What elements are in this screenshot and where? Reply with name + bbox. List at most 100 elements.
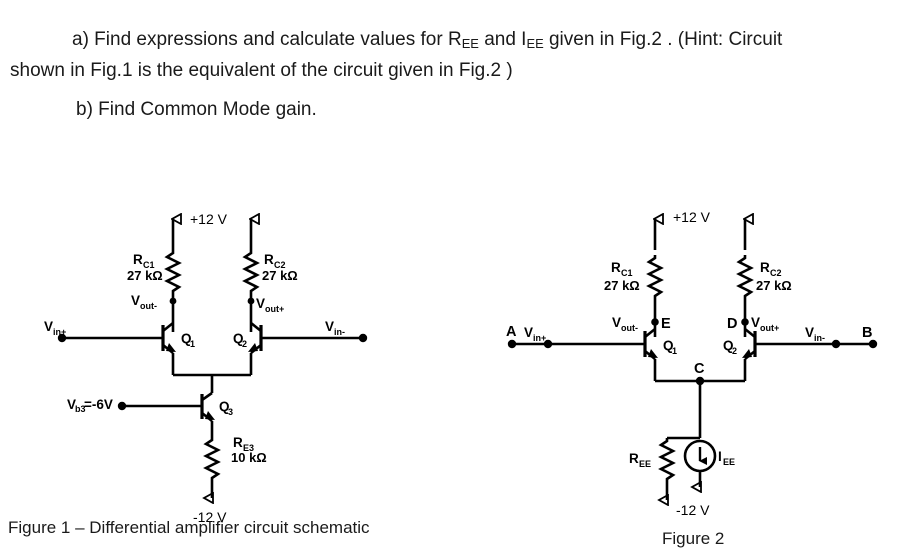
fig1-q1-emitter-arrow bbox=[166, 343, 176, 352]
fig1-vout-minus-node bbox=[169, 297, 177, 305]
question-a-text3: given in Fig.2 . (Hint: Circuit bbox=[543, 29, 783, 50]
fig2-node-e-label: E bbox=[661, 316, 671, 332]
fig1-re3-sub: E3 bbox=[243, 443, 254, 453]
fig1-rc1-sub: C1 bbox=[143, 260, 155, 270]
fig2-q1-emitter-lead bbox=[644, 349, 656, 361]
fig2-ree-label: R bbox=[629, 451, 639, 466]
fig1-rc2-resistor bbox=[242, 250, 260, 301]
fig2-q2-emitter-lead bbox=[744, 349, 756, 361]
fig2-rc1-sub: C1 bbox=[621, 268, 633, 278]
fig2-rc2-label: R bbox=[760, 260, 770, 275]
fig2-vout-plus-sub: out+ bbox=[760, 323, 779, 333]
fig2-node-e-dot bbox=[651, 318, 659, 326]
fig2-rc1-value: 27 kΩ bbox=[604, 278, 640, 293]
fig2-q2-sub: 2 bbox=[732, 346, 737, 356]
fig1-vin-plus-sub: in+ bbox=[53, 327, 66, 337]
fig1-q2-collector-lead bbox=[250, 321, 262, 333]
fig2-q1-label: Q bbox=[663, 338, 674, 353]
fig1-vb3-terminal bbox=[117, 401, 127, 411]
fig2-node-c-dot bbox=[695, 376, 705, 386]
fig2-vcc-label: +12 V bbox=[673, 209, 711, 225]
fig2-q1-emitter-arrow bbox=[648, 349, 658, 358]
fig2-rc2-resistor bbox=[736, 255, 754, 306]
fig1-re3-resistor bbox=[203, 437, 221, 488]
fig1-rc2-sub: C2 bbox=[274, 260, 286, 270]
fig1-vin-minus-sub: in- bbox=[334, 327, 345, 337]
fig1-vout-minus-label: V bbox=[131, 293, 140, 308]
fig2-vin-plus-label: V bbox=[524, 325, 533, 340]
figure-2-schematic: +12 V R C1 27 kΩ R C2 27 kΩ V out- E D V… bbox=[506, 209, 878, 518]
fig1-q3-emitter-arrow bbox=[205, 411, 215, 420]
fig1-vb3-sub: b3 bbox=[75, 404, 86, 414]
fig1-vout-minus-sub: out- bbox=[140, 301, 157, 311]
question-a-sub2: EE bbox=[526, 35, 544, 51]
fig1-q3-sub: 3 bbox=[228, 407, 233, 417]
fig1-vin-minus-terminal bbox=[358, 333, 368, 343]
fig2-rc1-label: R bbox=[611, 260, 621, 275]
fig1-rc1-resistor bbox=[164, 250, 182, 301]
figure-2-caption: Figure 2 bbox=[662, 529, 725, 548]
fig1-vin-minus-label: V bbox=[325, 319, 334, 334]
fig1-vin-plus-terminal bbox=[57, 333, 67, 343]
fig2-node-d-dot bbox=[741, 318, 749, 326]
figure-1-schematic: +12 V R C1 27 kΩ R C2 27 kΩ V out- V out… bbox=[44, 211, 368, 525]
fig2-iee-label: I bbox=[718, 449, 722, 464]
fig2-vin-minus-label: V bbox=[805, 325, 814, 340]
fig1-rc2-value: 27 kΩ bbox=[262, 268, 298, 283]
fig2-node-b-label: B bbox=[862, 325, 872, 341]
fig2-q1-collector-lead bbox=[644, 327, 656, 339]
fig2-vee-label: -12 V bbox=[676, 502, 710, 518]
fig2-ree-resistor bbox=[658, 438, 676, 492]
figure-1-caption: Figure 1 – Differential amplifier circui… bbox=[8, 518, 370, 537]
fig2-node-d-label: D bbox=[727, 316, 737, 332]
fig1-q2-emitter-arrow bbox=[248, 343, 258, 352]
fig1-vout-plus-sub: out+ bbox=[265, 304, 284, 314]
fig1-q3-label: Q bbox=[219, 399, 230, 414]
fig2-q2-collector-lead bbox=[744, 327, 756, 339]
fig1-rc1-label: R bbox=[133, 252, 143, 267]
fig2-ree-sub: EE bbox=[639, 459, 651, 469]
fig1-vb3-label: V bbox=[67, 397, 76, 412]
fig1-re3-label: R bbox=[233, 435, 243, 450]
fig2-node-c-label: C bbox=[694, 361, 705, 377]
fig2-vin-plus-sub: in+ bbox=[533, 333, 546, 343]
fig2-node-b-terminal bbox=[868, 339, 878, 349]
fig1-vcc-label: +12 V bbox=[190, 211, 228, 227]
fig1-q2-emitter-lead bbox=[250, 343, 262, 355]
question-a-line1: a) Find expressions and calculate values… bbox=[0, 26, 899, 57]
fig2-vin-minus-sub: in- bbox=[814, 333, 825, 343]
question-a-text2: and I bbox=[478, 29, 527, 50]
fig2-vin-minus-dot bbox=[831, 339, 841, 349]
fig1-vout-plus-node bbox=[247, 297, 255, 305]
fig1-re3-value: 10 kΩ bbox=[231, 450, 267, 465]
fig2-rc2-sub: C2 bbox=[770, 268, 782, 278]
fig2-vout-minus-sub: out- bbox=[621, 323, 638, 333]
question-a-text1: a) Find expressions and calculate values… bbox=[72, 29, 462, 50]
question-b-line: b) Find Common Mode gain. bbox=[76, 98, 317, 120]
fig1-rc2-label: R bbox=[264, 252, 274, 267]
fig2-vin-plus-dot bbox=[543, 339, 553, 349]
question-a-sub1: EE bbox=[461, 35, 479, 51]
fig1-q1-collector-lead bbox=[162, 321, 174, 333]
question-a-line2: shown in Fig.1 is the equivalent of the … bbox=[10, 59, 513, 81]
fig2-node-a-terminal bbox=[507, 339, 517, 349]
fig2-vout-minus-label: V bbox=[612, 315, 621, 330]
fig1-q3-emitter-lead bbox=[201, 411, 213, 423]
fig2-iee-sub: EE bbox=[723, 457, 735, 467]
fig1-q1-label: Q bbox=[181, 331, 192, 346]
fig1-q1-emitter-lead bbox=[162, 343, 174, 355]
fig2-node-a-label: A bbox=[506, 324, 517, 340]
fig2-rc2-value: 27 kΩ bbox=[756, 278, 792, 293]
fig2-vout-plus-label: V bbox=[751, 315, 760, 330]
fig1-q3-collector-lead bbox=[201, 391, 213, 402]
question-text-block: a) Find expressions and calculate values… bbox=[0, 26, 899, 123]
fig1-vb3-value: =-6V bbox=[84, 397, 113, 412]
fig2-q2-label: Q bbox=[723, 338, 734, 353]
fig2-iee-current-source bbox=[683, 439, 717, 473]
fig1-q1-sub: 1 bbox=[190, 339, 195, 349]
fig2-q1-sub: 1 bbox=[672, 346, 677, 356]
fig1-vin-plus-label: V bbox=[44, 319, 53, 334]
fig1-vout-plus-label: V bbox=[256, 296, 265, 311]
fig2-rc1-resistor bbox=[646, 255, 664, 306]
fig2-q2-emitter-arrow bbox=[742, 349, 752, 358]
